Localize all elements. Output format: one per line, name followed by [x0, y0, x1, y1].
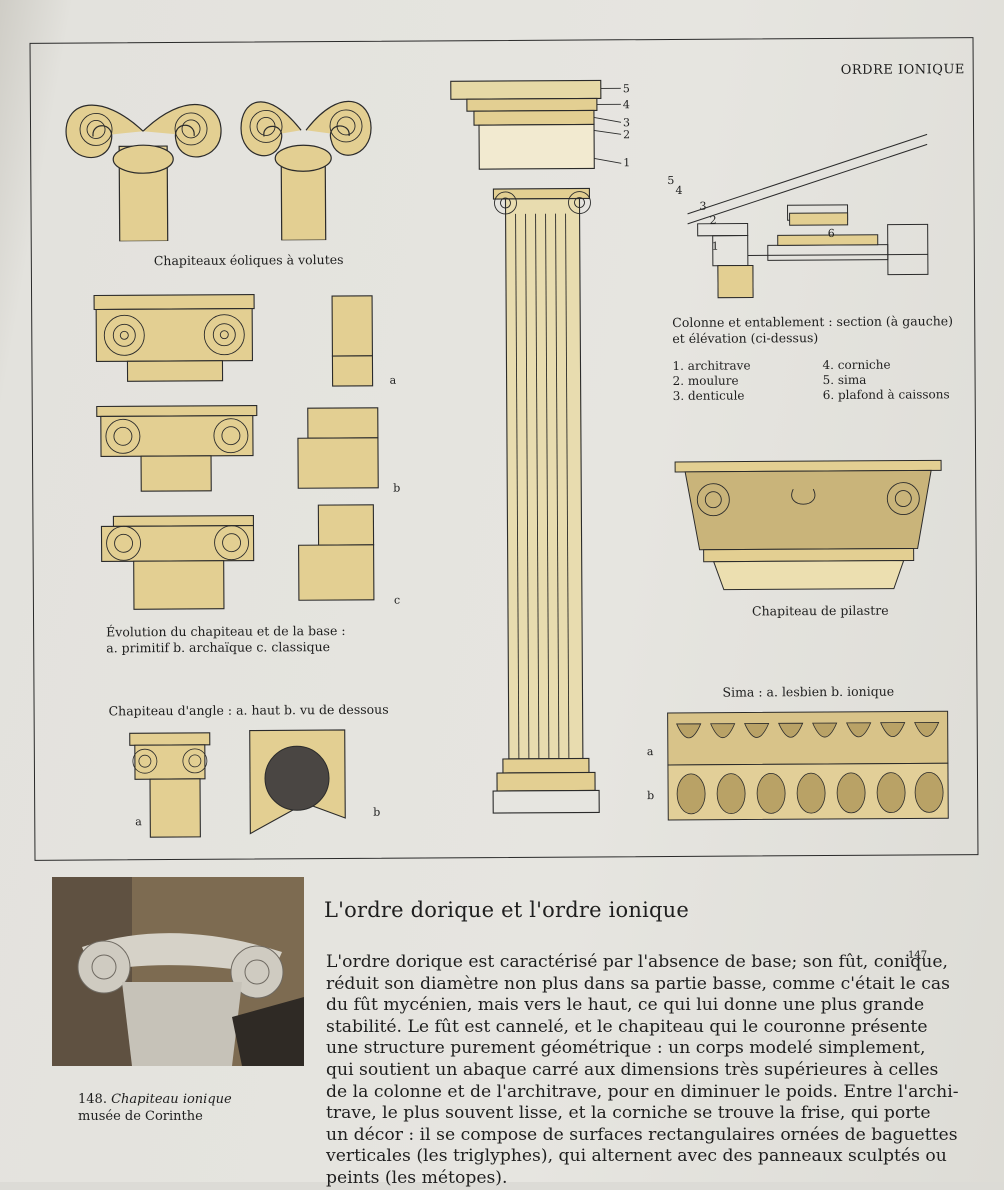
evolution-caption-line1: Évolution du chapiteau et de la base : — [106, 623, 345, 640]
body-line: une structure purement géométrique : un … — [326, 1038, 898, 1060]
plate-title: ORDRE IONIQUE — [841, 62, 965, 79]
sima-letter-a: a — [647, 745, 654, 758]
evolution-letter-b: b — [393, 482, 400, 495]
evolution-caption-line2: a. primitif b. archaïque c. classique — [106, 639, 330, 656]
section-number-1: 1 — [712, 240, 719, 253]
entablature-section-illustration — [677, 94, 948, 306]
pilaster-capital-illustration — [673, 458, 944, 592]
photo-number: 148. — [78, 1092, 107, 1107]
body-line: stabilité. Le fût est cannelé, et le cha… — [326, 1017, 898, 1039]
body-line: qui soutient un abaque carré aux dimensi… — [326, 1060, 898, 1082]
section-number-6: 6 — [828, 227, 835, 240]
sima-illustration — [667, 710, 950, 822]
ionic-capital-photo-graphic — [52, 877, 304, 1066]
sima-letter-b: b — [647, 789, 654, 802]
pilaster-capital-caption: Chapiteau de pilastre — [752, 603, 889, 620]
column-number-2: 2 — [623, 128, 630, 141]
body-line: verticales (les triglyphes), qui alterne… — [326, 1146, 898, 1168]
section-number-3: 3 — [699, 200, 706, 213]
column-number-4: 4 — [623, 98, 630, 111]
section-number-2: 2 — [710, 214, 717, 227]
illustration-plate: ORDRE IONIQUE Chapiteaux éoliques à volu… — [30, 37, 979, 861]
body-line: du fût mycénien, mais vers le haut, ce q… — [326, 995, 898, 1017]
evolution-letter-a: a — [390, 374, 397, 387]
legend-item: 3. denticule — [673, 388, 745, 404]
aeolic-capitals-caption: Chapiteaux éoliques à volutes — [154, 252, 344, 269]
column-number-1: 1 — [623, 156, 630, 169]
article-body: L'ordre dorique est caractérisé par l'ab… — [326, 952, 898, 1190]
legend-item: 4. corniche — [822, 357, 890, 373]
body-line: L'ordre dorique est caractérisé par l'ab… — [326, 952, 898, 974]
body-line: réduit son diamètre non plus dans sa par… — [326, 974, 898, 996]
body-line: trave, le plus souvent lisse, et la corn… — [326, 1103, 898, 1125]
corner-letter-b: b — [373, 806, 380, 819]
legend-item: 2. moulure — [673, 373, 739, 389]
body-line: peints (les métopes). — [326, 1168, 898, 1190]
aeolic-capitals-illustration — [61, 70, 412, 242]
photo-caption: 148. Chapiteau ionique — [78, 1092, 232, 1107]
sima-caption: Sima : a. lesbien b. ionique — [722, 684, 894, 701]
legend: 1. architrave 2. moulure 3. denticule 4.… — [31, 38, 973, 44]
body-line: de la colonne et de l'architrave, pour e… — [326, 1082, 898, 1104]
section-caption-line1: Colonne et entablement : section (à gauc… — [672, 313, 953, 331]
photo-location: musée de Corinthe — [78, 1109, 203, 1124]
legend-item: 1. architrave — [672, 357, 750, 373]
section-number-5: 5 — [667, 174, 674, 187]
legend-item: 6. plafond à caissons — [823, 386, 950, 403]
section-caption-line2: et élévation (ci-dessus) — [672, 330, 818, 347]
evolution-letter-c: c — [394, 594, 400, 607]
ionic-column-illustration — [449, 78, 634, 839]
corner-letter-a: a — [135, 815, 142, 828]
corner-capital-caption: Chapiteau d'angle : a. haut b. vu de des… — [109, 702, 389, 720]
column-number-5: 5 — [623, 82, 630, 95]
article-heading: L'ordre dorique et l'ordre ionique — [324, 898, 689, 922]
section-number-4: 4 — [675, 184, 682, 197]
corner-capital-illustration — [125, 728, 376, 840]
body-line: un décor : il se compose de surfaces rec… — [326, 1125, 898, 1147]
capital-evolution-illustration — [92, 290, 414, 612]
capital-photo — [52, 877, 304, 1066]
legend-item: 5. sima — [823, 372, 867, 388]
photo-title: Chapiteau ionique — [111, 1092, 232, 1107]
